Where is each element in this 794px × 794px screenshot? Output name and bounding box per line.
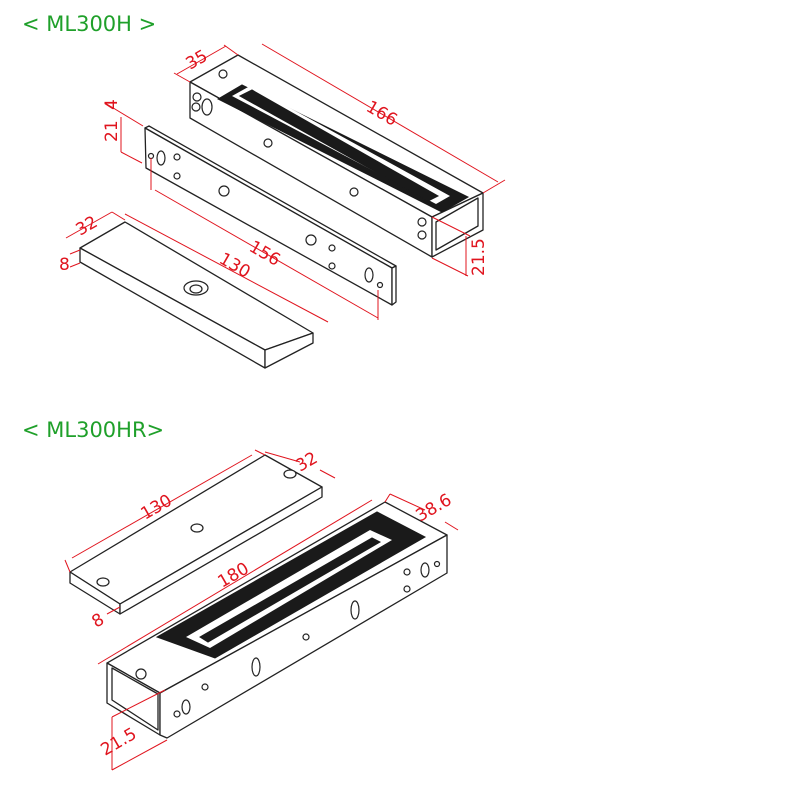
dim-label: 32 [293,448,322,476]
dim-label: 21.5 [469,238,489,276]
ml300h-magnet [189,54,484,258]
ml300h-armature-plate [79,221,314,369]
dim-label: 32 [73,212,102,240]
ml300hr-magnet [106,501,448,739]
ml300h-bracket [144,125,397,306]
model-title-ml300h: < ML300H > [22,12,157,36]
dim-label: 21.5 [98,724,141,760]
model-title-ml300hr: < ML300HR> [22,418,165,442]
dim-label: 8 [59,255,70,275]
ml300hr-dimension-lines [64,449,459,771]
ml300h-dimension-lines [65,43,506,323]
dim-label: 166 [363,97,401,131]
ml300hr-armature-plate [69,454,323,615]
dim-label: 8 [89,610,108,633]
dim-label: 21 [102,120,122,142]
dim-label: 4 [102,99,122,110]
dim-label: 38.6 [413,490,456,526]
dim-label: 35 [183,46,212,74]
